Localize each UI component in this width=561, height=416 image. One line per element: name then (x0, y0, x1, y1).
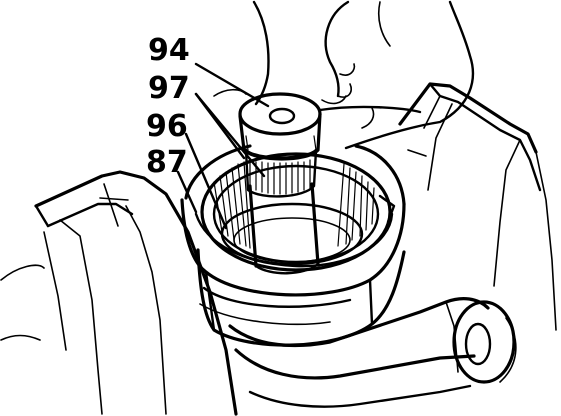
bushing-bore (464, 322, 492, 366)
leader-lines (176, 62, 270, 230)
seal-ring-outer (200, 152, 392, 272)
right-frame-arm (398, 82, 557, 331)
leader-87 (176, 170, 198, 214)
installer-tool-shaft (238, 92, 322, 275)
leader-94 (194, 62, 270, 108)
left-frame-arm (0, 170, 238, 416)
control-arm (228, 297, 517, 408)
callout-97: 97 (148, 71, 190, 106)
callout-labels: 94 97 96 87 (146, 33, 190, 180)
hand-illustration (213, 0, 475, 150)
callout-96: 96 (146, 109, 188, 144)
tool-head-bore (268, 107, 296, 125)
bearing-race (220, 202, 364, 266)
callout-94: 94 (148, 33, 190, 68)
callout-87: 87 (146, 145, 188, 180)
leader-96 (184, 132, 228, 230)
bushing-eye (452, 300, 516, 384)
tool-head-top (238, 92, 322, 136)
leader-97-b (194, 92, 266, 178)
